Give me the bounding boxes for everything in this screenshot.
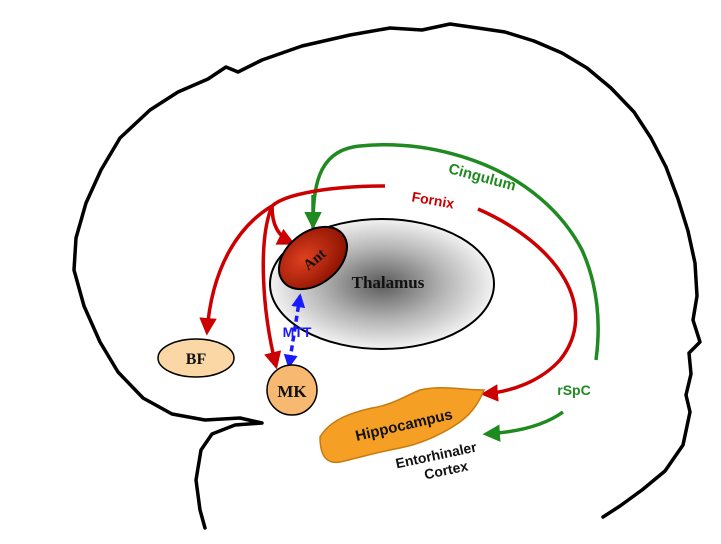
fornix-main-path [270,184,386,208]
rspc-label: rSpC [557,382,590,398]
rspc-to-entorhinal-arrow [482,410,565,442]
mtt-arrow [283,293,306,369]
fornix-to-mk-arrow [261,205,282,370]
brain-outline [72,22,702,530]
thalamus-label: Thalamus [352,273,425,292]
fornix-label: Fornix [411,188,456,211]
anterior-nucleus-shape [278,225,348,291]
mammillary-node [266,364,318,416]
fornix-to-ant-arrow [270,205,296,245]
fornix-to-hippocampus-path [477,207,578,402]
mammillary-label: MK [277,382,307,401]
basal-forebrain-label: BF [186,351,207,368]
fornix-to-bf-arrow [199,204,273,336]
mtt-label: MTT [283,324,312,340]
hippocampus-shape [319,387,486,464]
cingulum-path [311,143,600,361]
basal-forebrain-node [157,338,235,378]
